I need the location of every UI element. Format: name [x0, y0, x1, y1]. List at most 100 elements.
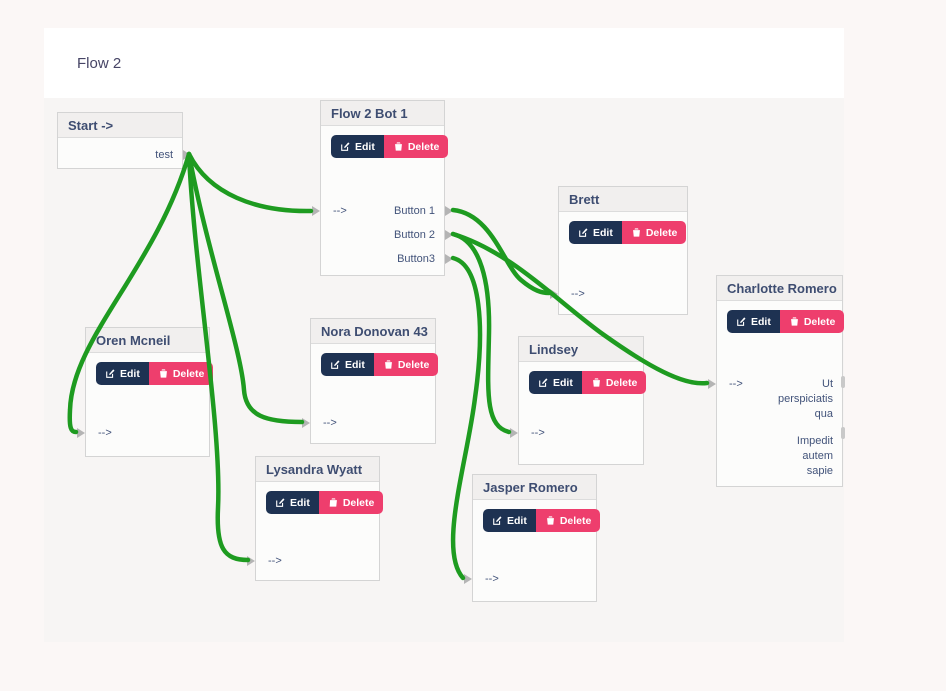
- output-row: Button3: [321, 251, 453, 267]
- connection-Flow 2 Bot 1.Button 2-to-Lindsey[interactable]: [450, 231, 512, 435]
- node-title[interactable]: Brett: [559, 187, 687, 212]
- input-port[interactable]: [302, 418, 310, 428]
- input-label: -->: [729, 378, 743, 390]
- node-start[interactable]: Start -> test: [57, 112, 191, 169]
- flow-editor: Flow 2 Start -> test Flow 2 Bot 1 Edit D…: [44, 28, 845, 642]
- edit-button-label: Edit: [290, 496, 310, 509]
- delete-button-label: Delete: [559, 514, 592, 527]
- pencil-icon: [105, 368, 116, 379]
- node-title[interactable]: Jasper Romero: [473, 475, 596, 500]
- delete-button[interactable]: Delete: [535, 509, 601, 532]
- port-row: -->: [510, 425, 643, 441]
- input-label: -->: [323, 417, 337, 429]
- delete-button[interactable]: Delete: [621, 221, 687, 244]
- node-title[interactable]: Nora Donovan 43: [311, 319, 435, 344]
- node-lysandra-wyatt[interactable]: Lysandra Wyatt Edit Delete -->: [247, 456, 384, 581]
- trash-icon: [383, 359, 394, 370]
- pencil-icon: [275, 497, 286, 508]
- edit-button[interactable]: Edit: [727, 310, 780, 333]
- delete-button-label: Delete: [645, 226, 678, 239]
- delete-button[interactable]: Delete: [581, 371, 647, 394]
- edit-button[interactable]: Edit: [266, 491, 319, 514]
- edit-button[interactable]: Edit: [483, 509, 536, 532]
- output-port[interactable]: [445, 230, 453, 240]
- output-label: Button3: [397, 253, 435, 265]
- trash-icon: [393, 141, 404, 152]
- connection-layer: [67, 151, 710, 581]
- delete-button-label: Delete: [342, 496, 375, 509]
- edit-button[interactable]: Edit: [96, 362, 149, 385]
- node-brett[interactable]: Brett Edit Delete -->: [550, 186, 688, 315]
- connection-Start.test-to-Flow 2 Bot 1[interactable]: [186, 151, 314, 214]
- input-port[interactable]: [77, 428, 85, 438]
- edit-button-label: Edit: [507, 514, 527, 527]
- edit-button[interactable]: Edit: [529, 371, 582, 394]
- edit-button-label: Edit: [593, 226, 613, 239]
- node-oren-mcneil[interactable]: Oren Mcneil Edit Delete -->: [77, 327, 214, 457]
- connection-Start.test-to-Oren Mcneil[interactable]: [67, 151, 192, 435]
- edit-button[interactable]: Edit: [321, 353, 374, 376]
- node-lindsey[interactable]: Lindsey Edit Delete -->: [510, 336, 647, 465]
- output-port[interactable]: [445, 254, 453, 264]
- node-title[interactable]: Start ->: [58, 113, 182, 138]
- connection-Start.test-to-Nora Donovan 43[interactable]: [186, 151, 305, 425]
- node-flow-2-bot-1[interactable]: Flow 2 Bot 1 Edit Delete --> Button 1 Bu…: [312, 100, 453, 276]
- input-port[interactable]: [312, 206, 320, 216]
- input-label: -->: [571, 288, 585, 300]
- port-row: --> Ut: [708, 376, 842, 392]
- output-text: perspiciatis: [777, 393, 833, 405]
- flow-canvas[interactable]: Start -> test Flow 2 Bot 1 Edit Delete: [44, 98, 845, 642]
- node-title[interactable]: Flow 2 Bot 1: [321, 101, 444, 126]
- port-row: --> Button 1: [312, 203, 453, 219]
- output-port[interactable]: [445, 206, 453, 216]
- output-text: Ut: [822, 378, 833, 390]
- trash-icon: [789, 316, 800, 327]
- node-title[interactable]: Oren Mcneil: [86, 328, 209, 353]
- edit-button-label: Edit: [553, 376, 573, 389]
- delete-button[interactable]: Delete: [318, 491, 384, 514]
- edit-button[interactable]: Edit: [331, 135, 384, 158]
- delete-button[interactable]: Delete: [373, 353, 439, 376]
- output-text: sapie: [806, 465, 833, 477]
- trash-icon: [158, 368, 169, 379]
- node-nora-donovan-43[interactable]: Nora Donovan 43 Edit Delete -->: [302, 318, 439, 444]
- connection-Flow 2 Bot 1.Button 1-to-Brett[interactable]: [450, 207, 552, 296]
- output-text: Impedit: [796, 435, 833, 447]
- edit-button[interactable]: Edit: [569, 221, 622, 244]
- delete-button-label: Delete: [172, 367, 205, 380]
- port-row: -->: [77, 425, 209, 441]
- output-port[interactable]: [841, 376, 845, 388]
- delete-button-label: Delete: [605, 376, 638, 389]
- connection-Flow 2 Bot 1.Button 2-to-Charlotte Romero[interactable]: [450, 231, 710, 386]
- edit-button-label: Edit: [355, 140, 375, 153]
- trash-icon: [631, 227, 642, 238]
- node-title[interactable]: Lysandra Wyatt: [256, 457, 379, 482]
- output-row: test: [58, 147, 191, 163]
- input-port[interactable]: [464, 574, 472, 584]
- input-port[interactable]: [247, 556, 255, 566]
- node-jasper-romero[interactable]: Jasper Romero Edit Delete -->: [464, 474, 601, 602]
- node-title[interactable]: Charlotte Romero: [717, 276, 842, 301]
- page-title: Flow 2: [77, 54, 122, 72]
- output-port[interactable]: [841, 427, 845, 439]
- trash-icon: [591, 377, 602, 388]
- input-label: -->: [98, 427, 112, 439]
- input-port[interactable]: [708, 379, 716, 389]
- connection-Start.test-to-Lysandra Wyatt[interactable]: [186, 151, 251, 563]
- port-row: -->: [550, 286, 687, 302]
- delete-button[interactable]: Delete: [779, 310, 845, 333]
- delete-button[interactable]: Delete: [383, 135, 449, 158]
- input-label: -->: [531, 427, 545, 439]
- output-row: Button 2: [321, 227, 453, 243]
- edit-button-label: Edit: [345, 358, 365, 371]
- connection-Flow 2 Bot 1.Button3-to-Jasper Romero[interactable]: [450, 255, 483, 581]
- port-row: -->: [247, 553, 379, 569]
- node-charlotte-romero[interactable]: Charlotte Romero Edit Delete --> Ut pers…: [708, 275, 845, 487]
- trash-icon: [328, 497, 339, 508]
- edit-button-label: Edit: [120, 367, 140, 380]
- input-port[interactable]: [510, 428, 518, 438]
- delete-button[interactable]: Delete: [148, 362, 214, 385]
- input-label: -->: [268, 555, 282, 567]
- output-label: Button 1: [394, 205, 435, 217]
- pencil-icon: [578, 227, 589, 238]
